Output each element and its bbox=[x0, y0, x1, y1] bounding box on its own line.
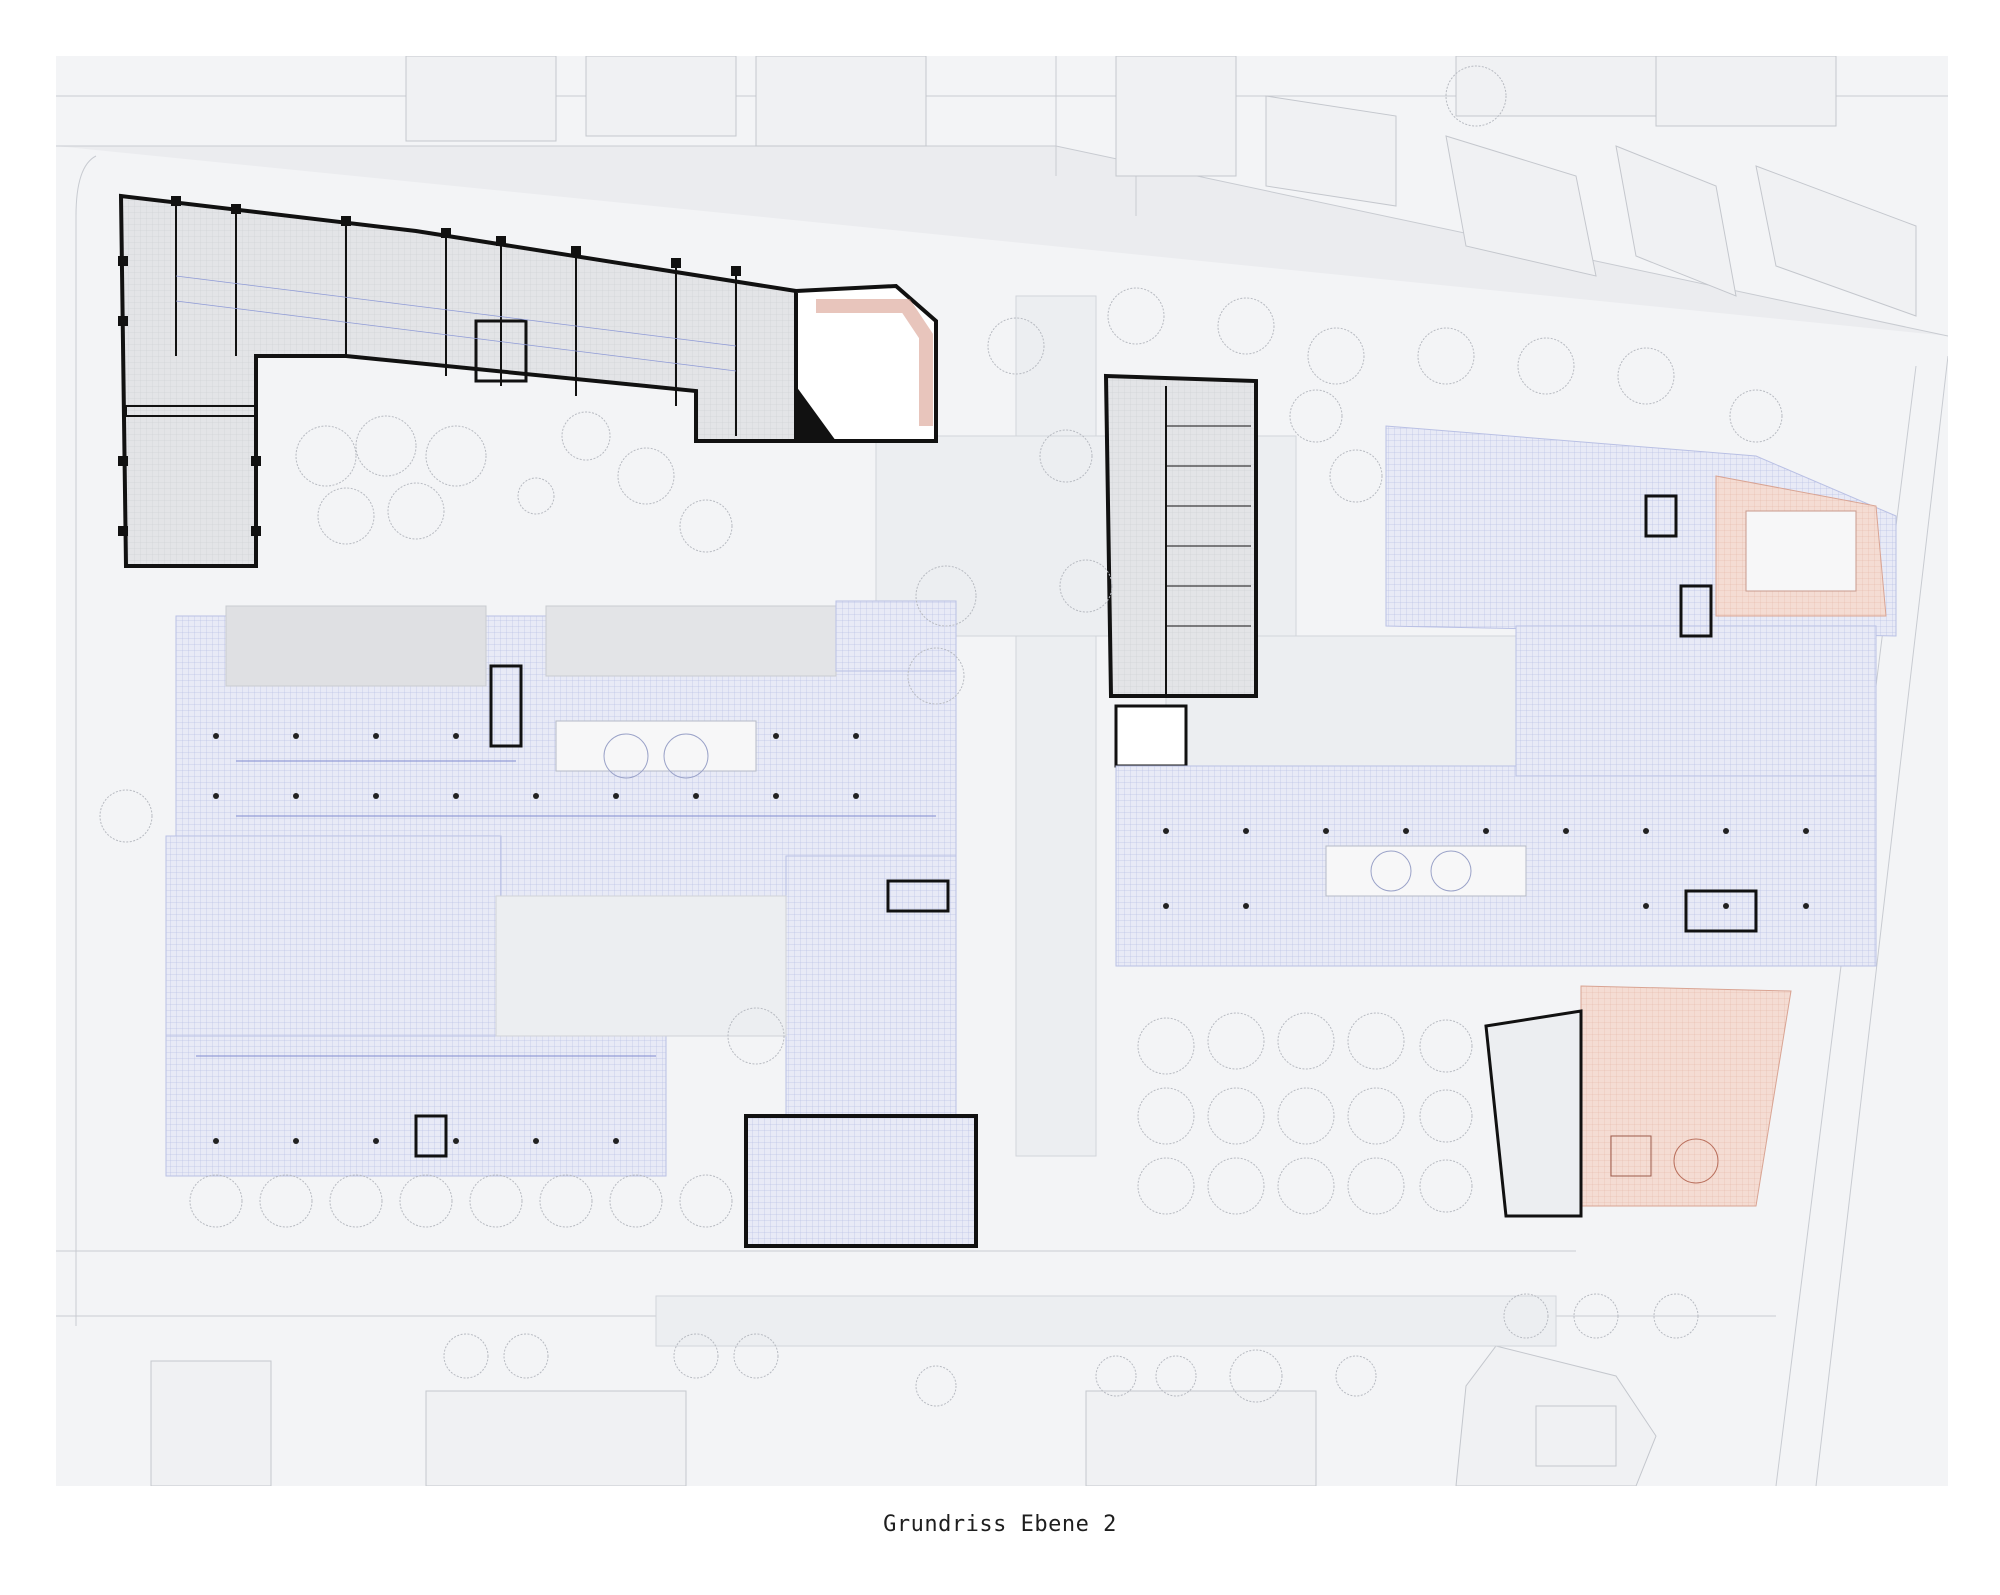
floor-plan bbox=[56, 56, 1948, 1486]
trees bbox=[99, 65, 1783, 1407]
street-curb-north bbox=[75, 155, 97, 1326]
site-plan-drawing bbox=[56, 56, 1948, 1486]
tree-icon bbox=[99, 65, 1783, 1407]
west-north-wing bbox=[118, 193, 798, 568]
plan-caption: Grundriss Ebene 2 bbox=[883, 1512, 1117, 1537]
context-buildings bbox=[150, 56, 1917, 1486]
column-icon bbox=[213, 733, 859, 1144]
west-main-block bbox=[165, 600, 978, 1248]
east-main-block bbox=[1115, 425, 1897, 1218]
column-icon bbox=[118, 196, 741, 536]
east-north-tower bbox=[1103, 373, 1258, 768]
auditorium bbox=[794, 283, 938, 443]
column-icon bbox=[1163, 828, 1809, 909]
